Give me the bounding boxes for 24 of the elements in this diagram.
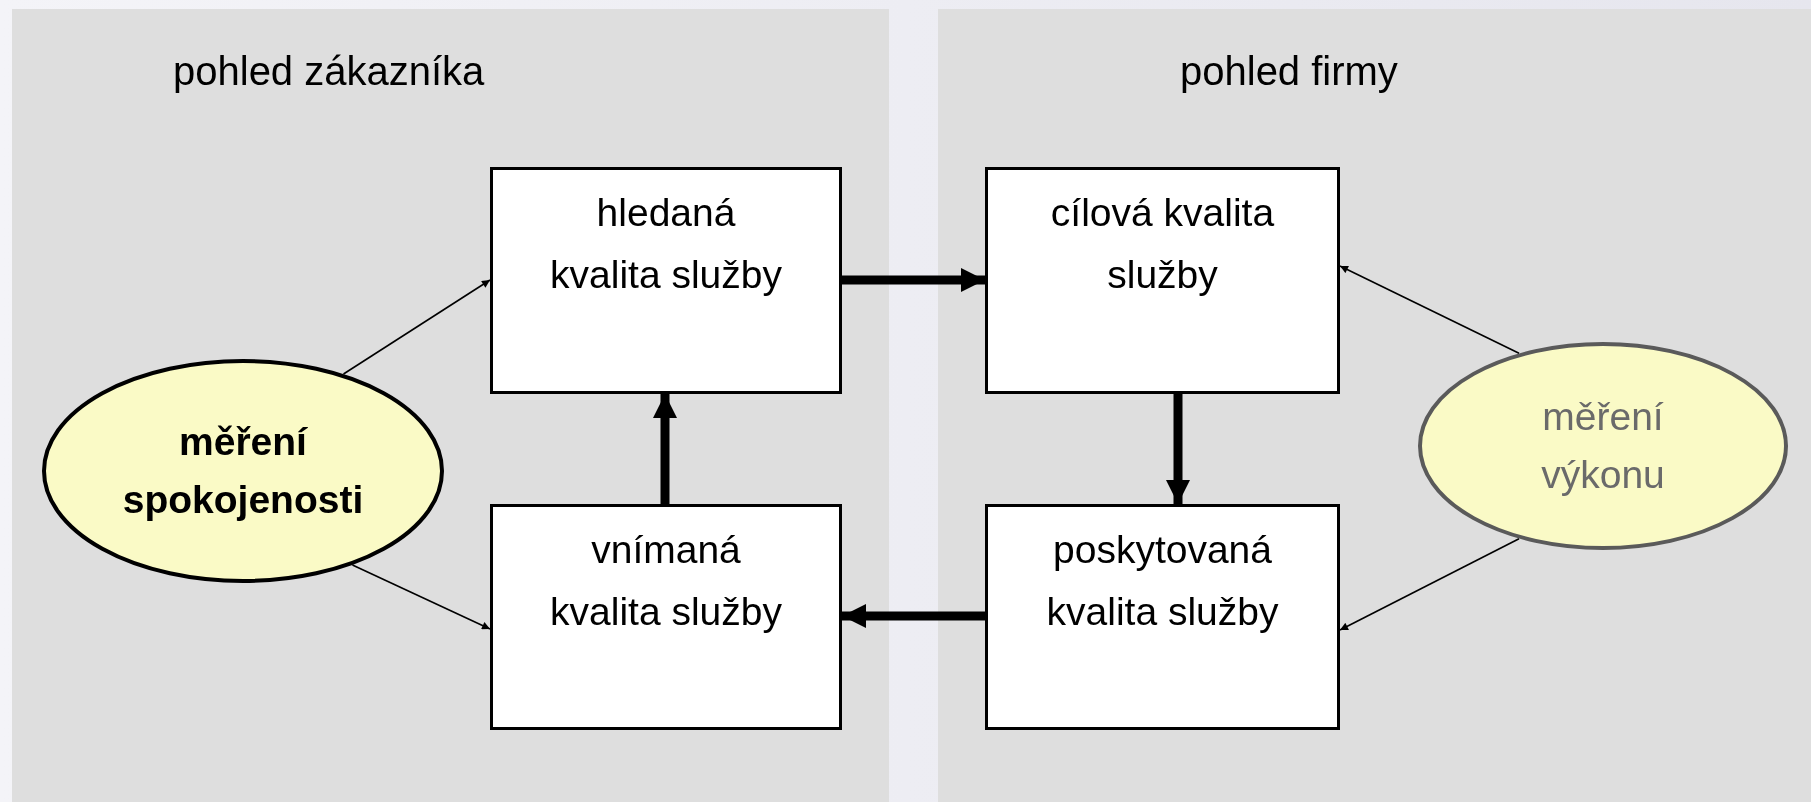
measurement-ellipse: [42, 359, 444, 583]
arrow: [1339, 537, 1520, 631]
process-box: [985, 167, 1340, 394]
arrow: [653, 394, 677, 504]
arrow: [1339, 265, 1520, 355]
panel-heading: pohled zákazníka: [173, 49, 485, 94]
view-panel: [12, 9, 889, 802]
measurement-ellipse: [1418, 342, 1788, 550]
process-box: [490, 504, 842, 730]
arrow: [1166, 394, 1190, 504]
arrow: [842, 268, 985, 292]
view-panel: [938, 9, 1811, 802]
box-text: cílová kvalita služby: [1049, 190, 1276, 298]
box-text: hledaná kvalita služby: [549, 190, 783, 298]
process-box: [985, 504, 1340, 730]
arrow: [351, 564, 491, 630]
box-text: poskytovaná kvalita služby: [1045, 527, 1280, 635]
ellipse-text: měření spokojenosti: [121, 419, 365, 523]
arrow: [842, 604, 985, 628]
ellipse-text: měření výkonu: [1540, 394, 1666, 498]
panel-heading: pohled firmy: [1180, 49, 1398, 94]
box-text: vnímaná kvalita služby: [549, 527, 783, 635]
arrow: [342, 279, 491, 375]
process-box: [490, 167, 842, 394]
